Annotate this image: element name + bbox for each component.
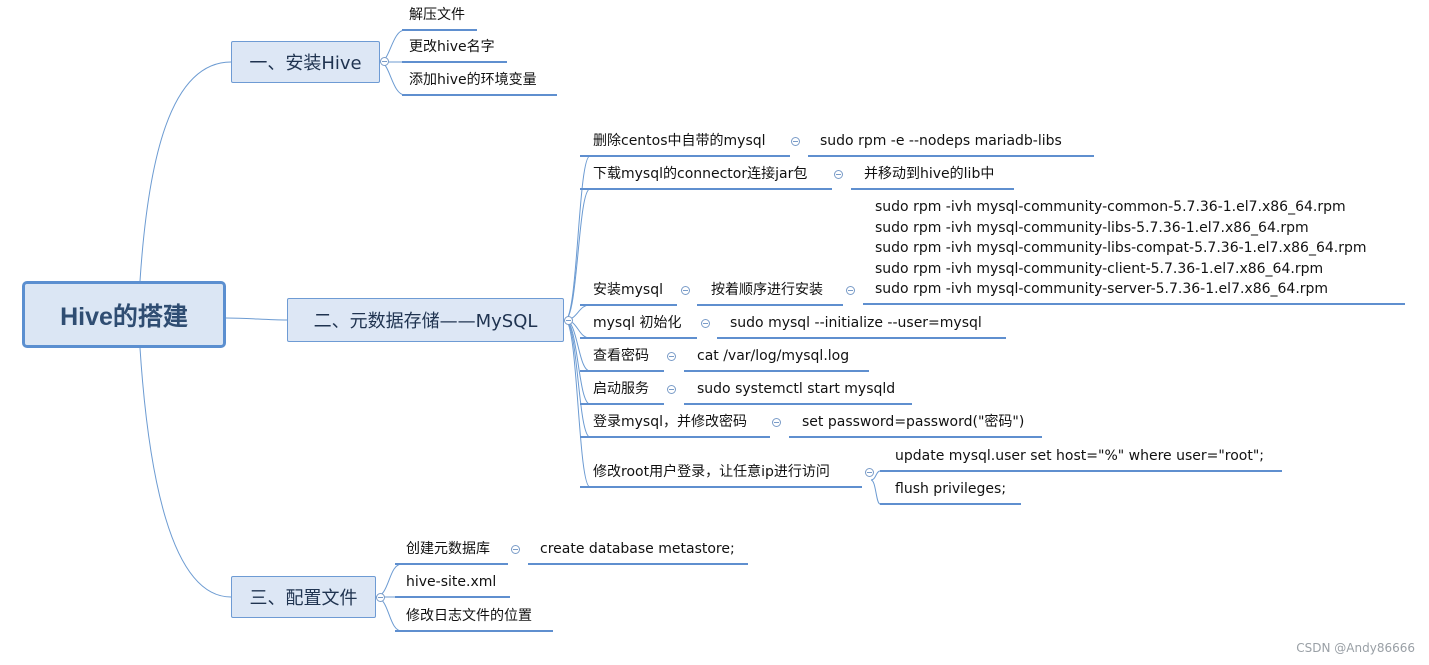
leaf-rpm-remove-mariadb[interactable]: sudo rpm -e --nodeps mariadb-libs <box>820 133 1062 149</box>
collapse-icon[interactable] <box>564 316 573 325</box>
leaf-remove-bundled-mysql[interactable]: 删除centos中自带的mysql <box>593 133 766 149</box>
watermark: CSDN @Andy86666 <box>1296 641 1415 655</box>
collapse-icon[interactable] <box>701 319 710 328</box>
branch-label: 三、配置文件 <box>249 588 358 609</box>
rpm-command: sudo rpm -ivh mysql-community-libs-compa… <box>875 240 1367 257</box>
branch-install-hive[interactable]: 一、安装Hive <box>231 41 380 83</box>
leaf-create-metastore-db[interactable]: 创建元数据库 <box>406 541 490 557</box>
leaf-login-change-password[interactable]: 登录mysql，并修改密码 <box>593 414 747 430</box>
leaf-set-password-command[interactable]: set password=password("密码") <box>802 414 1025 430</box>
collapse-icon[interactable] <box>667 352 676 361</box>
collapse-icon[interactable] <box>511 545 520 554</box>
collapse-icon[interactable] <box>846 286 855 295</box>
leaf-rename-hive[interactable]: 更改hive名字 <box>409 39 495 55</box>
root-topic-label: Hive的搭建 <box>60 302 188 331</box>
collapse-icon[interactable] <box>681 286 690 295</box>
leaf-install-mysql[interactable]: 安装mysql <box>593 282 663 298</box>
leaf-install-in-order[interactable]: 按着顺序进行安装 <box>711 282 823 298</box>
leaf-cat-log-command[interactable]: cat /var/log/mysql.log <box>697 348 850 364</box>
leaf-systemctl-command[interactable]: sudo systemctl start mysqld <box>697 381 896 397</box>
leaf-root-remote-access[interactable]: 修改root用户登录，让任意ip进行访问 <box>593 464 830 480</box>
leaf-move-to-hive-lib[interactable]: 并移动到hive的lib中 <box>864 166 995 182</box>
collapse-icon[interactable] <box>791 137 800 146</box>
root-topic[interactable]: Hive的搭建 <box>22 281 226 348</box>
leaf-update-user-host[interactable]: update mysql.user set host="%" where use… <box>895 448 1265 464</box>
leaf-view-password[interactable]: 查看密码 <box>593 348 649 364</box>
collapse-icon[interactable] <box>865 468 874 477</box>
leaf-download-connector[interactable]: 下载mysql的connector连接jar包 <box>593 166 808 182</box>
leaf-rpm-install-commands[interactable]: sudo rpm -ivh mysql-community-common-5.7… <box>875 197 1367 300</box>
collapse-icon[interactable] <box>834 170 843 179</box>
rpm-command: sudo rpm -ivh mysql-community-client-5.7… <box>875 260 1324 277</box>
collapse-icon[interactable] <box>376 593 385 602</box>
branch-metadata-mysql[interactable]: 二、元数据存储——MySQL <box>287 298 564 342</box>
collapse-icon[interactable] <box>667 385 676 394</box>
branch-label: 一、安装Hive <box>249 53 362 74</box>
leaf-extract-files[interactable]: 解压文件 <box>409 7 465 23</box>
leaf-log-file-location[interactable]: 修改日志文件的位置 <box>406 608 532 624</box>
leaf-flush-privileges[interactable]: flush privileges; <box>895 481 1007 497</box>
rpm-command: sudo rpm -ivh mysql-community-common-5.7… <box>875 199 1346 215</box>
rpm-command: sudo rpm -ivh mysql-community-server-5.7… <box>875 281 1329 298</box>
leaf-mysql-initialize[interactable]: mysql 初始化 <box>593 315 682 331</box>
collapse-icon[interactable] <box>772 418 781 427</box>
leaf-start-service[interactable]: 启动服务 <box>593 381 649 397</box>
leaf-initialize-command[interactable]: sudo mysql --initialize --user=mysql <box>730 315 982 331</box>
collapse-icon[interactable] <box>380 57 389 66</box>
leaf-hive-env-vars[interactable]: 添加hive的环境变量 <box>409 72 537 88</box>
rpm-command: sudo rpm -ivh mysql-community-libs-5.7.3… <box>875 219 1309 236</box>
leaf-hive-site-xml[interactable]: hive-site.xml <box>406 574 497 590</box>
branch-label: 二、元数据存储——MySQL <box>313 311 538 332</box>
leaf-create-database-command[interactable]: create database metastore; <box>540 541 735 557</box>
branch-config-files[interactable]: 三、配置文件 <box>231 576 376 618</box>
